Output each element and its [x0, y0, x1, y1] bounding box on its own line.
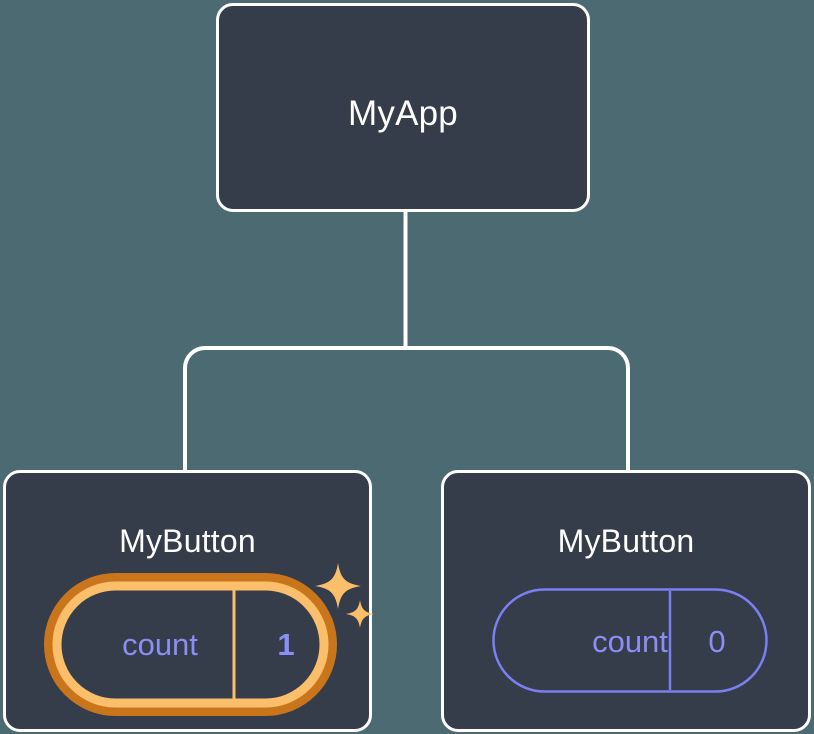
- state-pill-highlighted-outline: [44, 573, 337, 716]
- connector-branch-left: [183, 346, 406, 470]
- connector-branch-right: [405, 346, 630, 470]
- node-root-myapp[interactable]: MyApp: [216, 3, 590, 212]
- state-name-label: count: [122, 627, 198, 662]
- node-child-1-mybutton[interactable]: MyButton count 0: [441, 470, 811, 732]
- node-child-0-mybutton[interactable]: MyButton count 1: [3, 470, 374, 732]
- node-child-1-title: MyButton: [557, 523, 695, 559]
- sparkle-icon: [315, 563, 374, 628]
- state-pill-plain-outline: [492, 588, 768, 693]
- node-child-0-title: MyButton: [119, 523, 256, 559]
- state-name-label: count: [592, 624, 668, 659]
- state-value-label: 1: [277, 627, 295, 662]
- state-pill-highlighted[interactable]: count 1: [44, 563, 374, 716]
- node-root-title: MyApp: [348, 94, 458, 133]
- state-pill-plain[interactable]: count 0: [492, 588, 768, 693]
- state-value-label: 0: [708, 624, 726, 659]
